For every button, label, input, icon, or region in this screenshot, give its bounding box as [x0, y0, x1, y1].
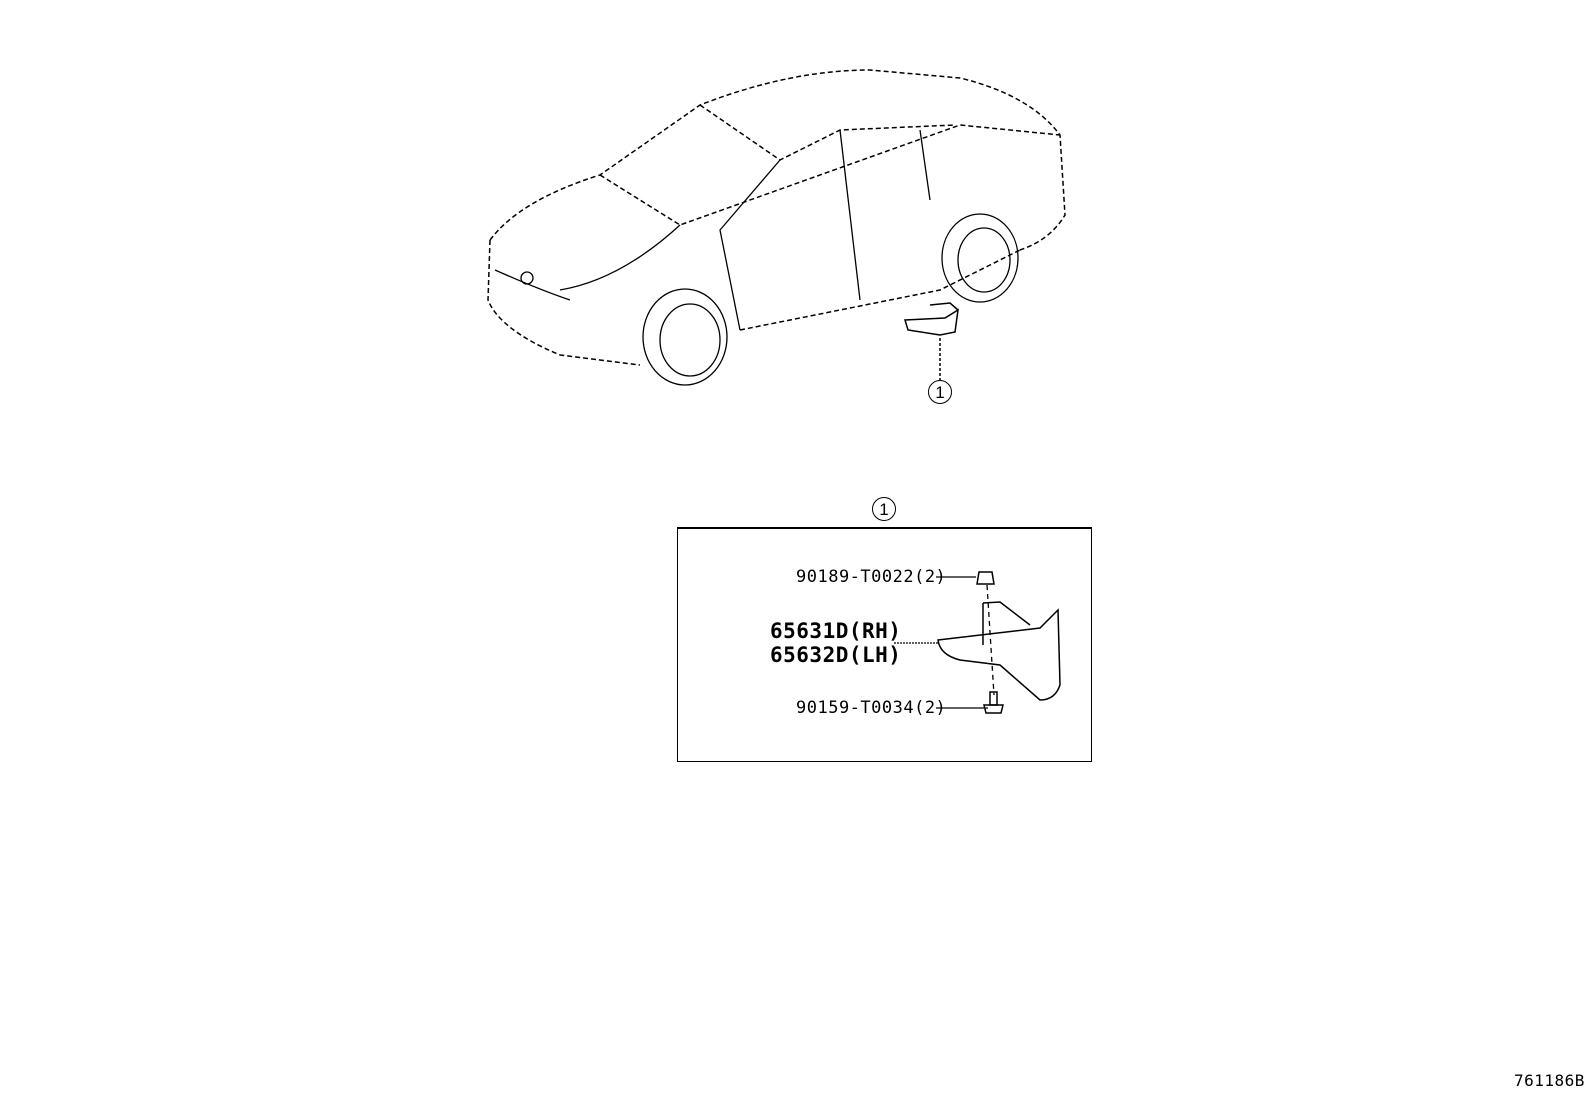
- detail-box: [677, 527, 1092, 762]
- detail-callout: 1: [872, 497, 896, 521]
- leader-lines: [894, 576, 995, 709]
- car-details: [494, 129, 1019, 386]
- mudguard-small-icon: [904, 302, 959, 336]
- clip-icon: [976, 571, 995, 585]
- bolt-icon: [983, 691, 1004, 714]
- part-label-clip[interactable]: 90189-T0022(2): [796, 567, 947, 587]
- car-body-outline: [487, 69, 1066, 366]
- mudguard-part-drawing: [937, 601, 1061, 701]
- part-label-rh[interactable]: 65631D(RH): [770, 619, 902, 643]
- diagram-id: 761186B: [1514, 1071, 1585, 1090]
- part-label-lh[interactable]: 65632D(LH): [770, 643, 902, 667]
- part-label-bolt[interactable]: 90159-T0034(2): [796, 698, 947, 718]
- overview-callout: 1: [928, 380, 952, 404]
